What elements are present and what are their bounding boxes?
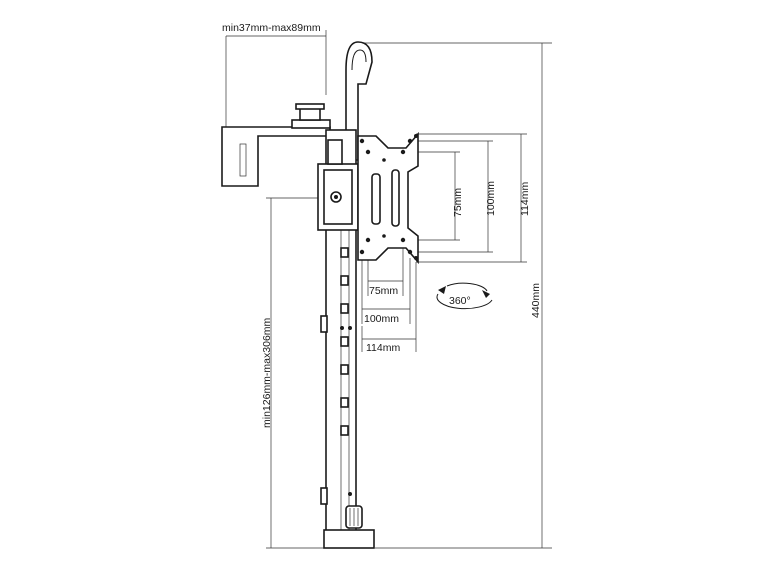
clamp-range-label: min37mm-max89mm [222, 22, 321, 34]
vesa-114-vertical-label: 114mm [519, 182, 531, 216]
vesa-vertical-dimensions: 75mm 100mm 114mm [416, 133, 531, 263]
vesa-75-vertical-label: 75mm [452, 188, 464, 217]
total-height-dimension: 440mm [364, 42, 552, 549]
rotation-arc-icon [436, 293, 493, 310]
vesa-100-vertical-label: 100mm [485, 181, 497, 216]
vesa-horizontal-dimensions: 75mm 100mm 114mm [361, 246, 417, 354]
rotation-label: 360° [449, 295, 471, 307]
bottom-clamp [323, 505, 375, 549]
pole-range-dimension: min126mm-max306mm [261, 197, 325, 549]
vesa-114-horizontal-label: 114mm [366, 342, 400, 354]
rotation-indicator: 360° [436, 282, 493, 310]
desk-clamp [221, 103, 331, 187]
vesa-75-horizontal-label: 75mm [369, 285, 398, 297]
clamp-knob [299, 107, 321, 121]
clamp-range-dimension: min37mm-max89mm [222, 22, 327, 127]
vesa-100-horizontal-label: 100mm [364, 313, 399, 325]
rotation-arrow-left-icon [438, 286, 446, 294]
vesa-plate [357, 131, 419, 265]
rotation-arrow-right-icon [482, 290, 490, 298]
total-height-label: 440mm [530, 283, 542, 318]
pole-range-label: min126mm-max306mm [261, 317, 273, 428]
